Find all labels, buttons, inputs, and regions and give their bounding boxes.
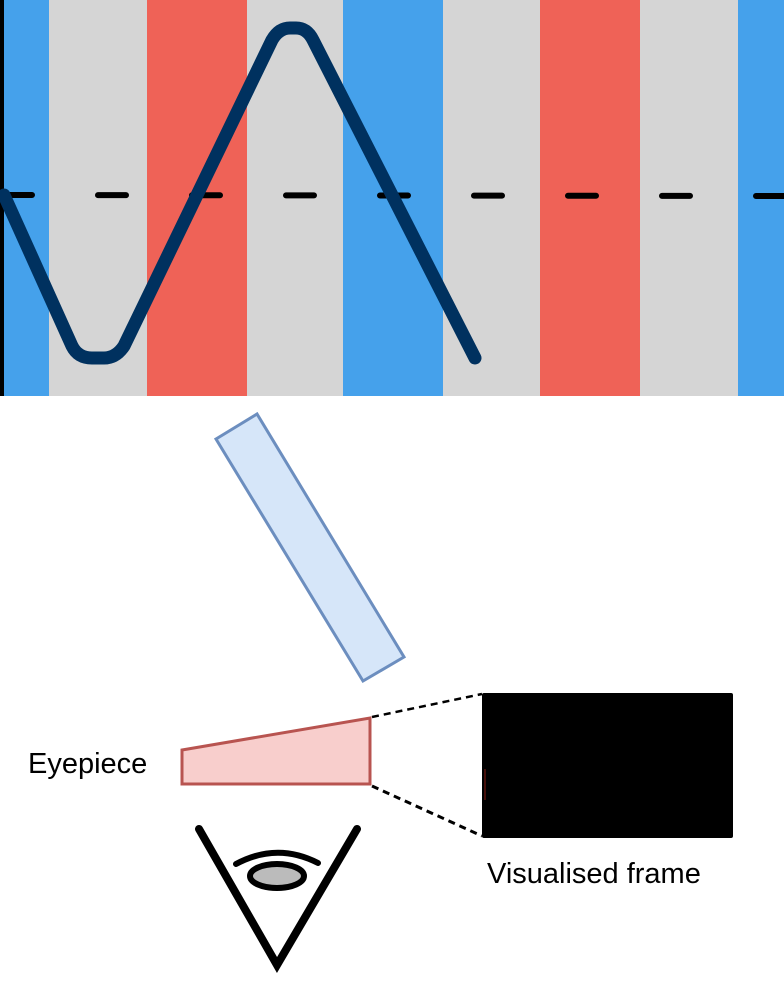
eyepiece-label: Eyepiece [28, 748, 148, 780]
eye-brow [233, 849, 321, 867]
eye-icon [195, 825, 361, 973]
visualised-frame-label: Visualised frame [487, 858, 701, 890]
lower-projection-line [371, 784, 483, 838]
waveform-curve [0, 21, 482, 365]
eye-v-lines [195, 825, 361, 973]
upper-projection-line [371, 692, 483, 719]
tilted-slab [213, 411, 407, 684]
visualised-frame [482, 693, 733, 838]
eyepiece-trapezoid [180, 716, 372, 786]
eye-pupil [247, 861, 307, 891]
